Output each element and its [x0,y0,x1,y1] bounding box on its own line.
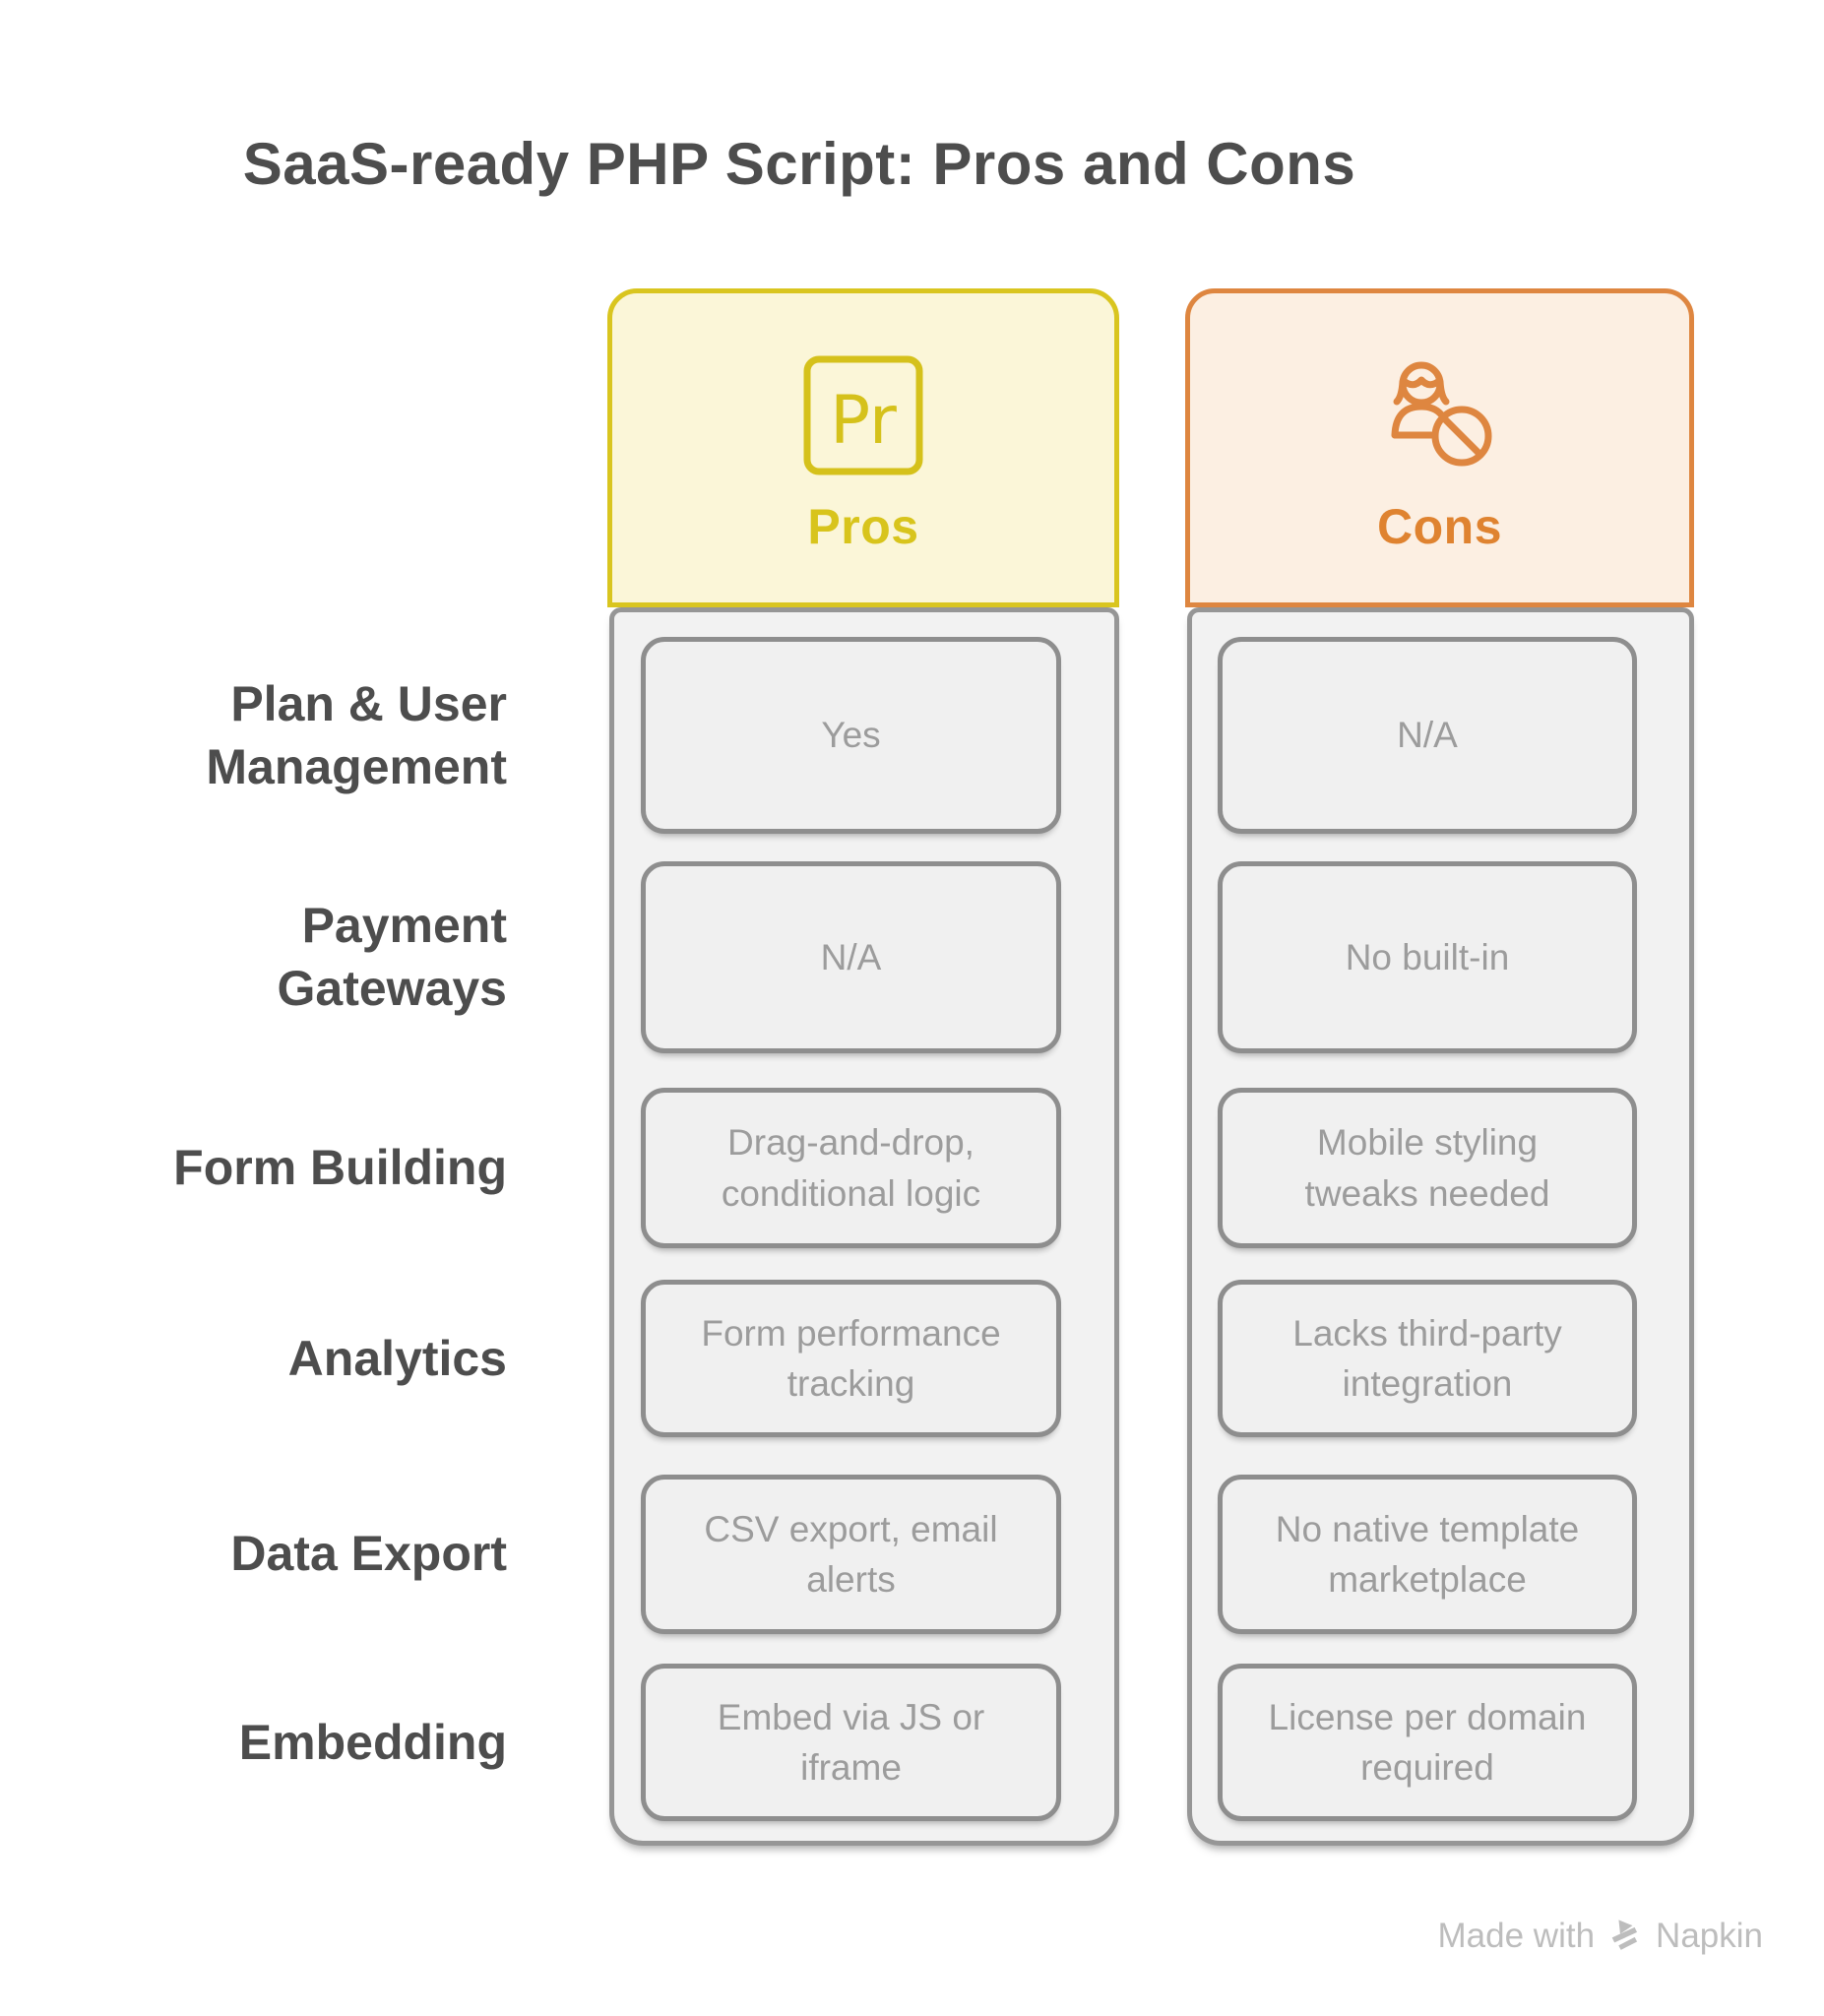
cell-text: No native template marketplace [1275,1508,1580,1600]
napkin-logo-icon [1611,1920,1638,1950]
pros-column-body: Yes N/A Drag-and-drop, conditional logic… [609,607,1119,1846]
napkin-brand-text: Napkin [1656,1917,1763,1955]
cell-text: Mobile styling tweaks needed [1304,1122,1550,1214]
cell-text: License per domain required [1268,1696,1587,1788]
person-prohibited-icon [1391,361,1491,467]
cons-column-body: N/A No built-in Mobile styling tweaks ne… [1187,607,1694,1846]
cons-cell-payment-gateways: No built-in [1218,861,1637,1053]
cons-cell-plan-user-management: N/A [1218,637,1637,834]
cell-text: Drag-and-drop, conditional logic [721,1122,981,1214]
cell-text: N/A [820,936,882,977]
cell-text: Yes [821,715,881,756]
row-label-plan-user-management: Plan & User Management [206,676,507,794]
row-label-embedding: Embedding [238,1715,507,1770]
cell-text: No built-in [1345,936,1510,977]
pros-column-title: Pros [807,499,919,554]
made-with-text: Made with [1437,1917,1596,1955]
pros-column-header: Pr Pros [607,288,1119,607]
pros-cell-payment-gateways: N/A [641,861,1061,1053]
row-label-payment-gateways: Payment Gateways [277,898,507,1016]
cons-column-title: Cons [1377,499,1502,554]
cons-column-header: Cons [1185,288,1694,607]
row-label-analytics: Analytics [287,1331,507,1386]
pros-cell-form-building: Drag-and-drop, conditional logic [641,1088,1061,1248]
cons-cell-embedding: License per domain required [1218,1664,1637,1821]
cons-cell-analytics: Lacks third-party integration [1218,1280,1637,1437]
pros-cell-plan-user-management: Yes [641,637,1061,834]
cell-text: Embed via JS or iframe [717,1696,985,1788]
cell-text: N/A [1397,715,1458,756]
pros-cell-embedding: Embed via JS or iframe [641,1664,1061,1821]
cons-cell-form-building: Mobile styling tweaks needed [1218,1088,1637,1248]
cons-icon-wrap [1375,350,1505,480]
pr-square-icon: Pr [803,355,923,475]
svg-text:Pr: Pr [830,382,897,460]
cons-cell-data-export: No native template marketplace [1218,1475,1637,1634]
pros-cell-data-export: CSV export, email alerts [641,1475,1061,1634]
cell-text: Lacks third-party integration [1292,1312,1562,1404]
pros-cell-analytics: Form performance tracking [641,1280,1061,1437]
cell-text: CSV export, email alerts [704,1508,998,1600]
pros-icon-wrap: Pr [801,350,925,480]
row-label-form-building: Form Building [173,1140,507,1195]
cell-text: Form performance tracking [701,1312,1001,1404]
page-title: SaaS-ready PHP Script: Pros and Cons [242,131,1356,197]
row-label-data-export: Data Export [230,1526,507,1581]
napkin-watermark: Made with Napkin [1438,1916,1763,1957]
